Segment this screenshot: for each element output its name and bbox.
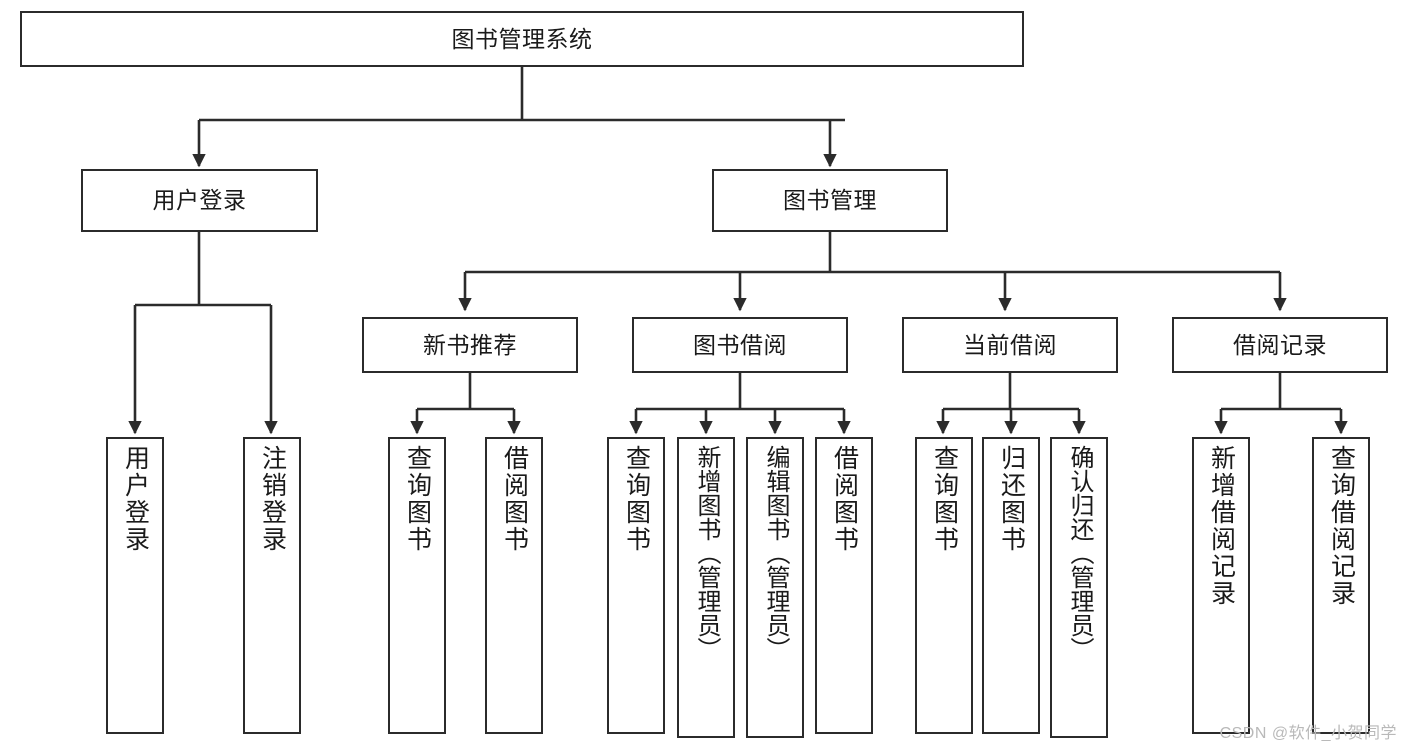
node-leaf-query-record-label: 查询借阅记录 <box>1327 445 1356 607</box>
node-leaf-query-record[interactable]: 查询借阅记录 <box>1312 437 1370 734</box>
node-book-borrow-label: 图书借阅 <box>693 331 787 358</box>
node-current-borrow-label: 当前借阅 <box>963 331 1057 358</box>
node-leaf-user-login-label: 用户登录 <box>121 445 150 553</box>
node-current-borrow[interactable]: 当前借阅 <box>902 317 1118 373</box>
node-user-login-label: 用户登录 <box>152 187 247 214</box>
node-leaf-return-book[interactable]: 归还图书 <box>982 437 1040 734</box>
node-leaf-confirm-return-label: 确认归还（管理员） <box>1066 445 1093 661</box>
node-user-login[interactable]: 用户登录 <box>81 169 318 232</box>
node-leaf-query-book-2[interactable]: 查询图书 <box>607 437 665 734</box>
node-root-label: 图书管理系统 <box>451 25 593 52</box>
node-leaf-query-book-1[interactable]: 查询图书 <box>388 437 446 734</box>
node-leaf-borrow-book-1[interactable]: 借阅图书 <box>485 437 543 734</box>
node-borrow-record[interactable]: 借阅记录 <box>1172 317 1388 373</box>
node-root[interactable]: 图书管理系统 <box>20 11 1024 67</box>
node-leaf-return-book-label: 归还图书 <box>997 445 1026 553</box>
node-leaf-query-book-2-label: 查询图书 <box>622 445 651 553</box>
node-leaf-edit-book[interactable]: 编辑图书（管理员） <box>746 437 804 738</box>
node-leaf-query-book-3-label: 查询图书 <box>930 445 959 553</box>
node-leaf-edit-book-label: 编辑图书（管理员） <box>762 445 789 661</box>
node-book-manage-label: 图书管理 <box>783 187 877 214</box>
node-leaf-logout[interactable]: 注销登录 <box>243 437 301 734</box>
node-leaf-query-book-1-label: 查询图书 <box>403 445 432 553</box>
node-leaf-add-book-label: 新增图书（管理员） <box>693 445 720 661</box>
node-new-book-rec-label: 新书推荐 <box>423 331 517 358</box>
node-leaf-user-login[interactable]: 用户登录 <box>106 437 164 734</box>
node-new-book-rec[interactable]: 新书推荐 <box>362 317 578 373</box>
node-borrow-record-label: 借阅记录 <box>1233 331 1327 358</box>
node-leaf-borrow-book-2[interactable]: 借阅图书 <box>815 437 873 734</box>
node-leaf-add-record[interactable]: 新增借阅记录 <box>1192 437 1250 734</box>
node-book-borrow[interactable]: 图书借阅 <box>632 317 848 373</box>
node-leaf-borrow-book-1-label: 借阅图书 <box>500 445 529 553</box>
csdn-watermark: CSDN @软件_小贺同学 <box>1219 725 1397 742</box>
node-leaf-add-book[interactable]: 新增图书（管理员） <box>677 437 735 738</box>
node-leaf-add-record-label: 新增借阅记录 <box>1207 445 1236 607</box>
node-leaf-confirm-return[interactable]: 确认归还（管理员） <box>1050 437 1108 738</box>
node-leaf-logout-label: 注销登录 <box>258 445 287 553</box>
node-leaf-borrow-book-2-label: 借阅图书 <box>830 445 859 553</box>
node-leaf-query-book-3[interactable]: 查询图书 <box>915 437 973 734</box>
node-book-manage[interactable]: 图书管理 <box>712 169 948 232</box>
